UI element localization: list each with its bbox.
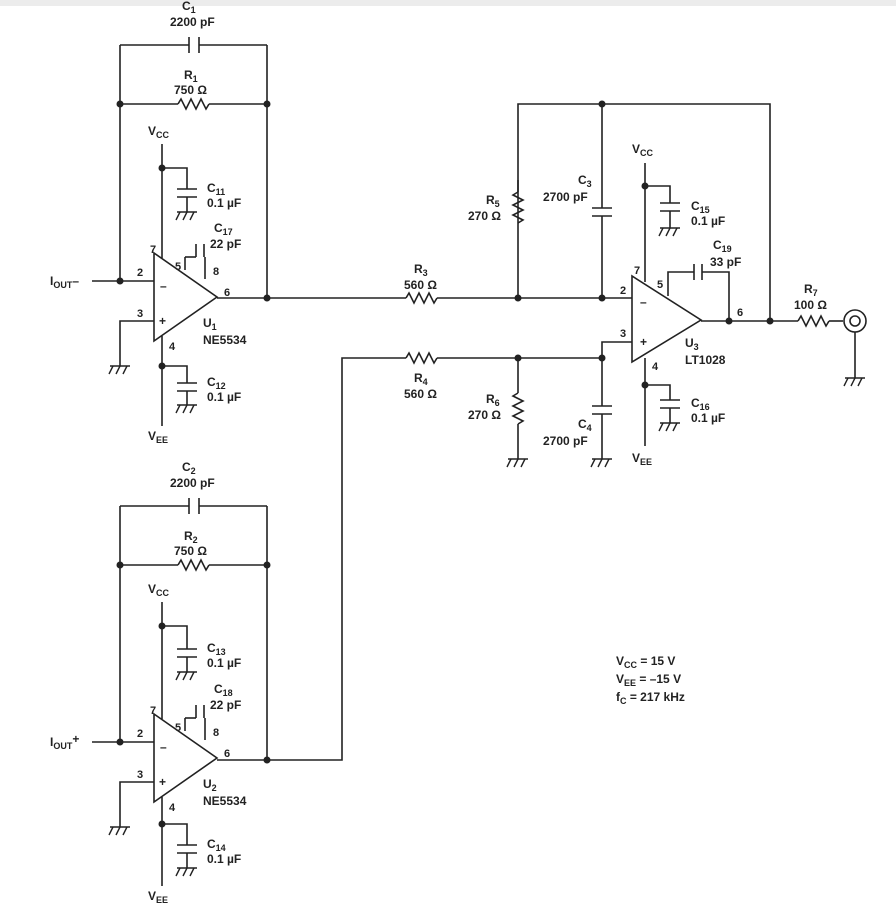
u1-name: U1: [203, 316, 217, 332]
c13-name: C13: [207, 641, 226, 657]
u1-pin3: 3: [137, 308, 143, 320]
c16-name: C16: [691, 396, 710, 412]
u1-pin2: 2: [137, 267, 143, 279]
ground-symbols: [108, 211, 866, 877]
c12-name: C12: [207, 375, 226, 391]
c18-value: 22 pF: [210, 698, 241, 712]
note-vcc: VCC = 15 V: [616, 654, 675, 670]
r7-value: 100 Ω: [794, 298, 827, 312]
r3-value: 560 Ω: [404, 278, 437, 292]
u1-pin8: 8: [213, 266, 219, 278]
c11-value: 0.1 µF: [207, 196, 241, 210]
c11-name: C11: [207, 181, 225, 197]
u3-plus: +: [640, 335, 647, 349]
u3-vee-label: VEE: [632, 451, 652, 467]
c12-value: 0.1 µF: [207, 390, 241, 404]
c19-value: 33 pF: [710, 255, 741, 269]
c15-value: 0.1 µF: [691, 214, 725, 228]
u3-vcc-label: VCC: [632, 142, 654, 158]
note-fc: fC = 217 kHz: [616, 690, 685, 706]
u1-minus: –: [160, 279, 167, 293]
r5-name: R5: [486, 193, 500, 209]
c17-name: C17: [214, 221, 233, 237]
u3-pin2: 2: [620, 285, 626, 297]
u3-pin3: 3: [620, 328, 626, 340]
u2-pin3: 3: [137, 769, 143, 781]
c14-value: 0.1 µF: [207, 852, 241, 866]
r1-name: R1: [184, 68, 198, 84]
r7-name: R7: [804, 282, 818, 298]
u1-vee-label: VEE: [148, 429, 168, 445]
iout-plus-label: IOUT+: [50, 732, 79, 751]
u1-pin7: 7: [150, 244, 156, 256]
iout-minus-label: IOUT–: [50, 274, 79, 290]
u1-plus: +: [159, 314, 166, 328]
r3-name: R3: [414, 262, 428, 278]
u3-part: LT1028: [685, 353, 726, 367]
u3-pin5: 5: [657, 279, 663, 291]
junction-dots: [116, 100, 774, 828]
c3-name: C3: [578, 173, 592, 189]
r4-name: R4: [414, 371, 428, 387]
c2-value: 2200 pF: [170, 476, 215, 490]
u3-pin6: 6: [737, 307, 743, 319]
u3-name: U3: [685, 336, 699, 352]
u2-pin7: 7: [150, 705, 156, 717]
c15-name: C15: [691, 199, 710, 215]
c13-value: 0.1 µF: [207, 656, 241, 670]
u2-part: NE5534: [203, 794, 247, 808]
c1-value: 2200 pF: [170, 15, 215, 29]
r2-value: 750 Ω: [174, 544, 207, 558]
top-edge-bar: [0, 0, 896, 6]
u2-pin8: 8: [213, 727, 219, 739]
u1-pin6: 6: [224, 287, 230, 299]
c2-name: C2: [182, 460, 196, 476]
r1-value: 750 Ω: [174, 83, 207, 97]
r6-name: R6: [486, 392, 500, 408]
u2-pin5: 5: [175, 722, 181, 734]
r6-value: 270 Ω: [468, 408, 501, 422]
u1-vcc-label: VCC: [148, 124, 170, 140]
c17-value: 22 pF: [210, 237, 241, 251]
u2-vcc-label: VCC: [148, 582, 170, 598]
note-vee: VEE = –15 V: [616, 672, 681, 688]
u2-pin2: 2: [137, 728, 143, 740]
r2-name: R2: [184, 529, 198, 545]
u2-pin4: 4: [169, 802, 176, 814]
u3-pin4: 4: [652, 361, 659, 373]
u2-pin6: 6: [224, 748, 230, 760]
u3-pin7: 7: [634, 265, 640, 277]
u2-name: U2: [203, 777, 217, 793]
c3-value: 2700 pF: [543, 190, 588, 204]
u2-minus: –: [160, 740, 167, 754]
u2-plus: +: [159, 775, 166, 789]
c18-name: C18: [214, 682, 233, 698]
r4-value: 560 Ω: [404, 387, 437, 401]
c4-name: C4: [578, 417, 592, 433]
u2-vee-label: VEE: [148, 889, 168, 905]
u3-minus: –: [640, 295, 647, 309]
c14-name: C14: [207, 837, 226, 853]
u1-part: NE5534: [203, 333, 247, 347]
u1-pin5: 5: [175, 261, 181, 273]
c4-value: 2700 pF: [543, 434, 588, 448]
r5-value: 270 Ω: [468, 209, 501, 223]
c16-value: 0.1 µF: [691, 411, 725, 425]
u1-pin4: 4: [169, 341, 176, 353]
c1-name: C1: [182, 0, 196, 15]
c19-name: C19: [713, 238, 732, 254]
